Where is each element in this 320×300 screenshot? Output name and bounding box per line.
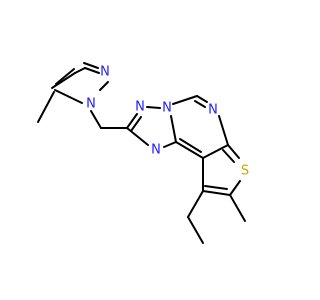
bond-c7a-s (227, 144, 240, 159)
bond-c2-n1t-double (130, 116, 142, 132)
atom-thiophene-s: S (241, 164, 249, 179)
atom-pyrimidine-n: N (208, 103, 218, 118)
bond-c8-c9-double (204, 185, 228, 190)
bond-n3-c2 (126, 127, 149, 146)
bond-c2-n1t (126, 113, 138, 129)
bond-c5-c4-double (55, 68, 75, 85)
bond-c5-methyl (37, 91, 55, 123)
bond-ethyl-ch2-ch3 (187, 216, 204, 244)
bond-c3-n2 (84, 67, 100, 74)
molecule-structure: N N N N N N S (37, 62, 249, 244)
bond-n1-c5 (54, 89, 83, 104)
bond-c6-n7 (196, 95, 208, 103)
bond-c7a-s-double (222, 149, 235, 163)
atom-pyrazole-n1: N (86, 97, 96, 112)
bond-n5-c6 (172, 95, 198, 105)
bond-c4a-c9a-double (179, 138, 202, 153)
bond-s-c8 (229, 180, 241, 196)
atom-triazole-n-bridge: N (162, 101, 172, 116)
bond-layer (37, 62, 246, 244)
atom-triazole-n-upper: N (135, 100, 145, 115)
bond-n5-c9a (170, 115, 177, 143)
bond-n2-n1 (99, 81, 109, 91)
bond-c3-n2-double (83, 62, 99, 69)
bond-c4-c3 (74, 67, 86, 74)
bond-c7a-c4a (202, 144, 229, 159)
atom-pyrazole-n2: N (100, 65, 110, 80)
bond-c8-methyl (229, 194, 246, 222)
bond-c9a-n3 (163, 141, 177, 148)
bond-n1-ch2 (90, 110, 102, 129)
bond-c8-c9 (202, 190, 231, 196)
molecule-canvas: N N N N N N S (37, 62, 250, 244)
atom-triazole-n-lower: N (151, 143, 161, 158)
bond-c6-n7-double (194, 100, 206, 108)
bond-c9-ch2 (187, 190, 204, 218)
bond-n1t-n5 (146, 106, 161, 109)
bond-c5-c4 (51, 72, 76, 89)
bond-c4a-c9a (175, 141, 204, 159)
bond-n7-c7a (218, 115, 229, 146)
